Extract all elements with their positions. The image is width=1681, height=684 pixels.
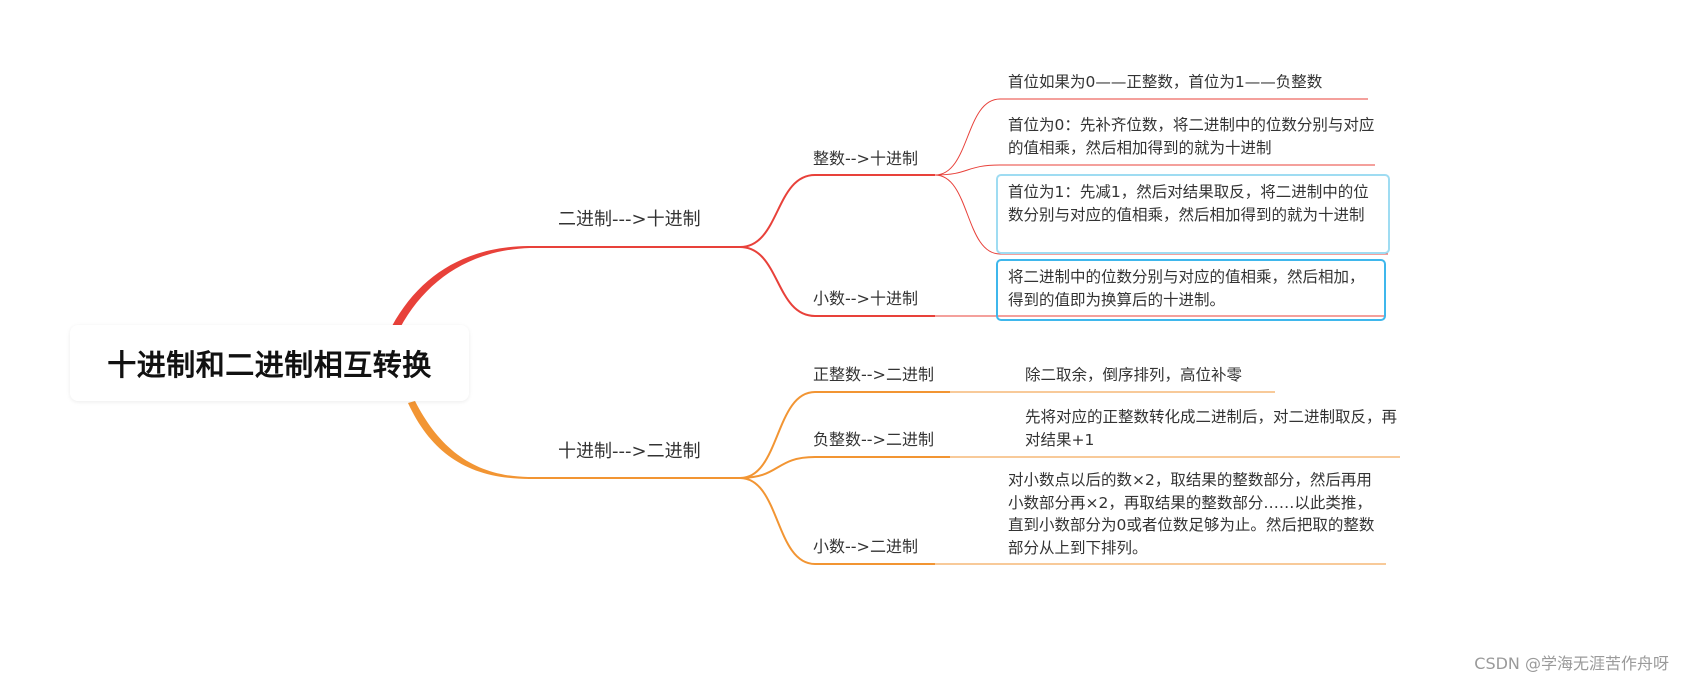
- connector-root-decimal-to-binary: [408, 401, 530, 479]
- connector-leaf-first-bit-one: [934, 174, 1001, 255]
- connector-root-binary-to-decimal: [392, 246, 530, 328]
- root-node[interactable]: 十进制和二进制相互转换: [70, 325, 469, 401]
- leaf-fraction-to-decimal[interactable]: 将二进制中的位数分别与对应的值相乘，然后相加，得到的值即为换算后的十进制。: [996, 259, 1386, 321]
- node-positive-int-to-binary[interactable]: 正整数-->二进制: [813, 365, 934, 384]
- node-fraction-to-binary[interactable]: 小数-->二进制: [813, 537, 918, 556]
- watermark: CSDN @学海无涯苦作舟呀: [1474, 654, 1669, 673]
- connector-leaf-first-bit-zero: [934, 164, 1001, 176]
- node-integer-to-decimal[interactable]: 整数-->十进制: [813, 149, 918, 168]
- connector-to-negative-int-to-binary: [739, 456, 816, 479]
- leaf-first-bit-one[interactable]: 首位为1：先减1，然后对结果取反，将二进制中的位数分别与对应的值相乘，然后相加得…: [996, 174, 1390, 254]
- leaf-negative-int-rule[interactable]: 先将对应的正整数转化成二进制后，对二进制取反，再对结果+1: [1025, 408, 1398, 449]
- branch-decimal-to-binary[interactable]: 十进制--->二进制: [558, 441, 701, 462]
- connector-leaf-sign-rule: [934, 98, 1001, 176]
- node-negative-int-to-binary[interactable]: 负整数-->二进制: [813, 430, 934, 449]
- connector-to-integer-to-decimal: [739, 174, 816, 248]
- leaf-first-bit-zero[interactable]: 首位为0：先补齐位数，将二进制中的位数分别与对应的值相乘，然后相加得到的就为十进…: [1008, 116, 1375, 157]
- leaf-fraction-to-binary-rule[interactable]: 对小数点以后的数×2，取结果的整数部分，然后再用小数部分再×2，再取结果的整数部…: [1008, 471, 1375, 557]
- branch-binary-to-decimal[interactable]: 二进制--->十进制: [558, 209, 701, 230]
- connector-to-fraction-to-decimal: [739, 246, 816, 317]
- connector-to-positive-int-to-binary: [739, 391, 816, 479]
- connector-to-fraction-to-binary: [739, 477, 816, 565]
- leaf-sign-rule[interactable]: 首位如果为0——正整数，首位为1——负整数: [1008, 73, 1323, 91]
- leaf-positive-int-rule[interactable]: 除二取余，倒序排列，高位补零: [1025, 366, 1243, 384]
- node-fraction-to-decimal[interactable]: 小数-->十进制: [813, 289, 918, 308]
